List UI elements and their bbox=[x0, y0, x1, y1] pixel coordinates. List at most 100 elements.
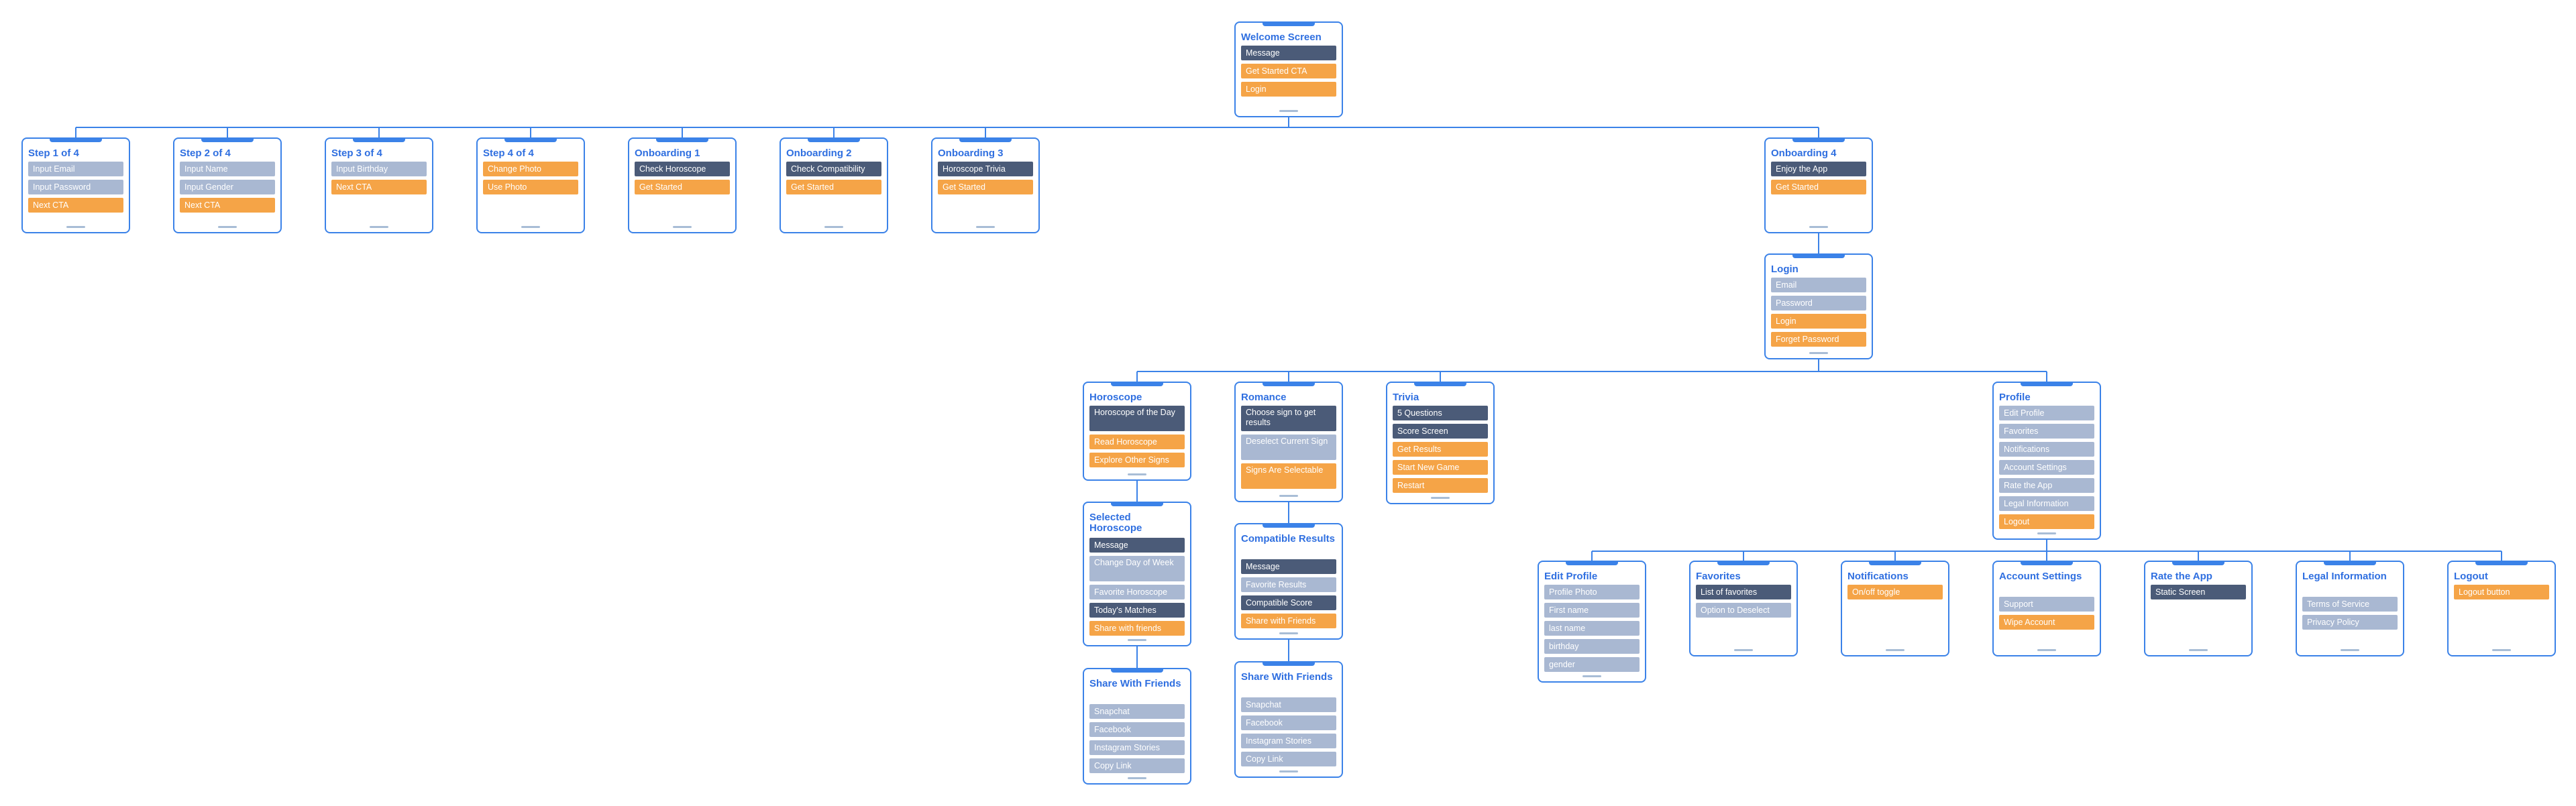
node-item[interactable]: Login bbox=[1771, 314, 1866, 329]
node-item[interactable]: Check Horoscope bbox=[635, 162, 730, 176]
node-selected-horoscope[interactable]: Selected Horoscope Message Change Day of… bbox=[1083, 502, 1191, 646]
node-item[interactable]: Password bbox=[1771, 296, 1866, 310]
node-item[interactable]: Change Photo bbox=[483, 162, 578, 176]
node-item[interactable]: Copy Link bbox=[1241, 752, 1336, 766]
node-item[interactable]: 5 Questions bbox=[1393, 406, 1488, 420]
node-item[interactable]: Email bbox=[1771, 278, 1866, 292]
card-home-bar bbox=[521, 226, 540, 228]
node-login[interactable]: Login Email Password Login Forget Passwo… bbox=[1764, 253, 1873, 359]
node-item[interactable]: Deselect Current Sign bbox=[1241, 435, 1336, 460]
node-item[interactable]: Instagram Stories bbox=[1241, 734, 1336, 748]
node-onboarding-1[interactable]: Onboarding 1 Check Horoscope Get Started bbox=[628, 137, 737, 233]
node-item[interactable]: Wipe Account bbox=[1999, 615, 2094, 630]
node-item[interactable]: Input Email bbox=[28, 162, 123, 176]
node-item[interactable]: Get Results bbox=[1393, 442, 1488, 457]
node-item[interactable]: First name bbox=[1544, 603, 1640, 618]
node-step-1[interactable]: Step 1 of 4 Input Email Input Password N… bbox=[21, 137, 130, 233]
node-item[interactable]: Rate the App bbox=[1999, 478, 2094, 493]
node-profile[interactable]: Profile Edit Profile Favorites Notificat… bbox=[1992, 382, 2101, 540]
node-share-with-friends-2[interactable]: Share With Friends Snapchat Facebook Ins… bbox=[1234, 661, 1343, 778]
node-item[interactable]: Message bbox=[1241, 559, 1336, 574]
node-item[interactable]: Restart bbox=[1393, 478, 1488, 493]
node-item[interactable]: Logout button bbox=[2454, 585, 2549, 599]
node-item[interactable]: Favorite Results bbox=[1241, 577, 1336, 592]
node-item[interactable]: Account Settings bbox=[1999, 460, 2094, 475]
node-item[interactable]: Horoscope of the Day bbox=[1089, 406, 1185, 431]
node-item[interactable]: Score Screen bbox=[1393, 424, 1488, 439]
node-item[interactable]: Facebook bbox=[1089, 722, 1185, 737]
node-item[interactable]: Next CTA bbox=[180, 198, 275, 213]
node-item[interactable]: Snapchat bbox=[1089, 704, 1185, 719]
node-item[interactable]: Login bbox=[1241, 82, 1336, 97]
node-item[interactable]: Get Started bbox=[938, 180, 1033, 194]
node-horoscope[interactable]: Horoscope Horoscope of the Day Read Horo… bbox=[1083, 382, 1191, 481]
node-legal-information[interactable]: Legal Information Terms of Service Priva… bbox=[2296, 561, 2404, 656]
node-item[interactable]: Static Screen bbox=[2151, 585, 2246, 599]
node-item[interactable]: List of favorites bbox=[1696, 585, 1791, 599]
node-item[interactable]: last name bbox=[1544, 621, 1640, 636]
node-notifications[interactable]: Notifications On/off toggle bbox=[1841, 561, 1949, 656]
node-item[interactable]: Support bbox=[1999, 597, 2094, 612]
node-item[interactable]: Legal Information bbox=[1999, 496, 2094, 511]
node-edit-profile[interactable]: Edit Profile Profile Photo First name la… bbox=[1538, 561, 1646, 683]
node-item[interactable]: Privacy Policy bbox=[2302, 615, 2398, 630]
node-item[interactable]: Compatible Score bbox=[1241, 595, 1336, 610]
node-item[interactable]: Snapchat bbox=[1241, 697, 1336, 712]
node-item[interactable]: Input Name bbox=[180, 162, 275, 176]
node-item[interactable]: Instagram Stories bbox=[1089, 740, 1185, 755]
node-item[interactable]: Today's Matches bbox=[1089, 603, 1185, 618]
node-share-with-friends-1[interactable]: Share With Friends Snapchat Facebook Ins… bbox=[1083, 668, 1191, 785]
node-item[interactable]: Use Photo bbox=[483, 180, 578, 194]
node-rate-the-app[interactable]: Rate the App Static Screen bbox=[2144, 561, 2253, 656]
node-step-4[interactable]: Step 4 of 4 Change Photo Use Photo bbox=[476, 137, 585, 233]
node-item[interactable]: Edit Profile bbox=[1999, 406, 2094, 420]
node-logout[interactable]: Logout Logout button bbox=[2447, 561, 2556, 656]
node-item[interactable]: Start New Game bbox=[1393, 460, 1488, 475]
node-item[interactable]: Profile Photo bbox=[1544, 585, 1640, 599]
node-item[interactable]: Change Day of Week bbox=[1089, 556, 1185, 581]
node-item[interactable]: Share with Friends bbox=[1241, 614, 1336, 628]
node-item[interactable]: Input Gender bbox=[180, 180, 275, 194]
node-favorites[interactable]: Favorites List of favorites Option to De… bbox=[1689, 561, 1798, 656]
node-item[interactable]: Favorites bbox=[1999, 424, 2094, 439]
node-onboarding-4[interactable]: Onboarding 4 Enjoy the App Get Started bbox=[1764, 137, 1873, 233]
node-item[interactable]: Input Password bbox=[28, 180, 123, 194]
node-item[interactable]: Favorite Horoscope bbox=[1089, 585, 1185, 599]
node-onboarding-3[interactable]: Onboarding 3 Horoscope Trivia Get Starte… bbox=[931, 137, 1040, 233]
node-item[interactable]: Facebook bbox=[1241, 715, 1336, 730]
node-item[interactable]: On/off toggle bbox=[1847, 585, 1943, 599]
node-item[interactable]: Get Started bbox=[1771, 180, 1866, 194]
node-item[interactable]: Terms of Service bbox=[2302, 597, 2398, 612]
node-item[interactable]: Get Started bbox=[635, 180, 730, 194]
node-item[interactable]: birthday bbox=[1544, 639, 1640, 654]
node-item[interactable]: Next CTA bbox=[331, 180, 427, 194]
node-welcome-screen[interactable]: Welcome Screen Message Get Started CTA L… bbox=[1234, 21, 1343, 117]
node-item[interactable]: Option to Deselect bbox=[1696, 603, 1791, 618]
node-item[interactable]: Message bbox=[1241, 46, 1336, 60]
node-compatible-results[interactable]: Compatible Results Message Favorite Resu… bbox=[1234, 523, 1343, 640]
node-step-2[interactable]: Step 2 of 4 Input Name Input Gender Next… bbox=[173, 137, 282, 233]
node-item[interactable]: Get Started bbox=[786, 180, 881, 194]
node-item[interactable]: Share with friends bbox=[1089, 621, 1185, 636]
node-item[interactable]: Forget Password bbox=[1771, 332, 1866, 347]
node-onboarding-2[interactable]: Onboarding 2 Check Compatibility Get Sta… bbox=[780, 137, 888, 233]
node-trivia[interactable]: Trivia 5 Questions Score Screen Get Resu… bbox=[1386, 382, 1495, 504]
node-item[interactable]: Copy Link bbox=[1089, 758, 1185, 773]
node-step-3[interactable]: Step 3 of 4 Input Birthday Next CTA bbox=[325, 137, 433, 233]
node-item[interactable]: Logout bbox=[1999, 514, 2094, 529]
node-item[interactable]: Horoscope Trivia bbox=[938, 162, 1033, 176]
node-item[interactable]: Explore Other Signs bbox=[1089, 453, 1185, 467]
node-item[interactable]: Check Compatibility bbox=[786, 162, 881, 176]
node-item[interactable]: Input Birthday bbox=[331, 162, 427, 176]
node-item[interactable]: Choose sign to get results bbox=[1241, 406, 1336, 431]
node-romance[interactable]: Romance Choose sign to get results Desel… bbox=[1234, 382, 1343, 502]
node-account-settings[interactable]: Account Settings Support Wipe Account bbox=[1992, 561, 2101, 656]
node-item[interactable]: Read Horoscope bbox=[1089, 435, 1185, 449]
node-item[interactable]: Message bbox=[1089, 538, 1185, 553]
node-item[interactable]: gender bbox=[1544, 657, 1640, 672]
node-item[interactable]: Enjoy the App bbox=[1771, 162, 1866, 176]
node-item[interactable]: Signs Are Selectable bbox=[1241, 463, 1336, 489]
node-item[interactable]: Get Started CTA bbox=[1241, 64, 1336, 78]
node-item[interactable]: Next CTA bbox=[28, 198, 123, 213]
node-item[interactable]: Notifications bbox=[1999, 442, 2094, 457]
